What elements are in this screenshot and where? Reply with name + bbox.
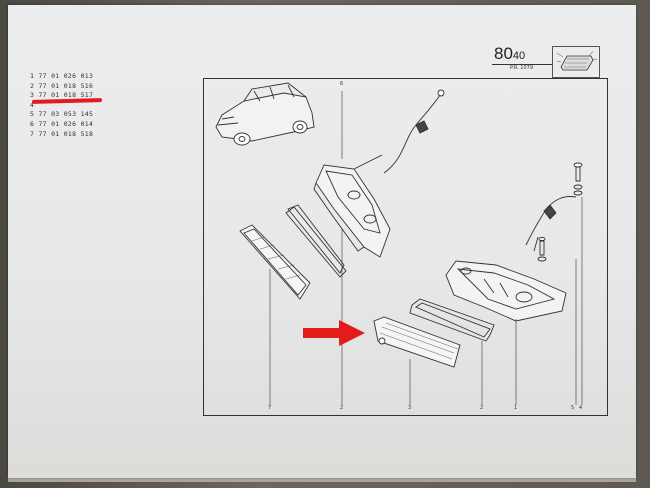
callout-number: 6 [340, 81, 344, 87]
callout-number: 1 [514, 405, 518, 411]
callout-number: 3 [408, 405, 412, 411]
pr-reference: P.R. 1079 [510, 65, 534, 71]
parts-list-row: 3 77 01 018 517 [30, 91, 94, 100]
callout-number: 2 [340, 405, 344, 411]
parts-list: 1 77 01 026 013 2 77 01 018 516 3 77 01 … [30, 72, 93, 139]
side-lens-lower [373, 316, 461, 405]
screw-washers [573, 162, 583, 196]
header-rule [492, 64, 552, 65]
callout-number: 5 [571, 405, 575, 411]
car-illustration [215, 82, 315, 146]
parts-list-row: 5 77 03 053 145 [30, 110, 94, 119]
side-lamp-thumbnail-icon [552, 46, 600, 78]
section-number: 8040 [494, 44, 526, 63]
parts-list-row: 1 77 01 026 013 [30, 72, 94, 80]
callout-number: 7 [268, 405, 272, 411]
parts-list-row: 2 77 01 018 516 [30, 81, 94, 90]
upper-lamp-housing [313, 154, 391, 258]
callout-number: 4 [579, 405, 583, 411]
exploded-view-drawing [215, 82, 583, 405]
exploded-diagram-frame: 6 7 2 3 2 1 5 4 [203, 78, 608, 416]
parts-list-row: 4 [30, 100, 35, 109]
parts-list-row: 6 77 01 026 014 [30, 119, 94, 128]
lower-lamp-housing [445, 260, 567, 322]
red-arrow-icon [303, 320, 365, 350]
parts-list-row: 7 77 01 018 518 [30, 129, 94, 138]
side-lens-left [239, 224, 311, 405]
callout-number: 2 [480, 405, 484, 411]
section-header: 8040 P.R. 1079 [490, 40, 610, 80]
